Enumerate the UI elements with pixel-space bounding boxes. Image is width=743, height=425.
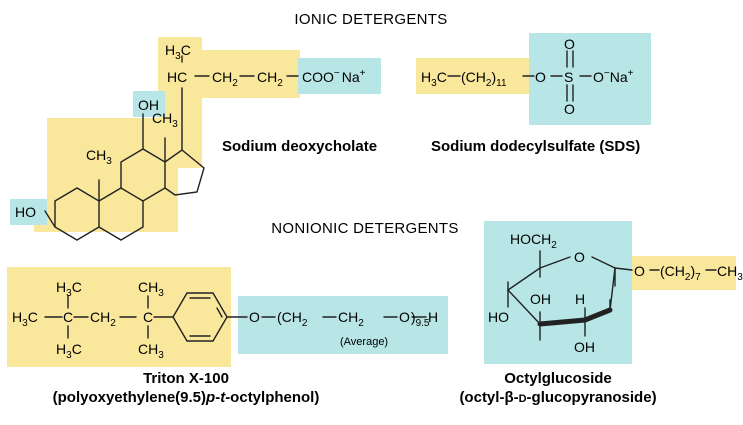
svg-text:CH3: CH3 bbox=[86, 147, 112, 167]
deoxycholate-hydroxyl-bottom-region bbox=[10, 199, 47, 225]
svg-text:COO−Na+: COO−Na+ bbox=[302, 68, 366, 85]
bonds bbox=[44, 50, 717, 342]
ring-d bbox=[164, 149, 205, 196]
svg-text:HC: HC bbox=[167, 69, 187, 85]
svg-text:(CH2: (CH2 bbox=[277, 309, 308, 329]
ionic-heading: IONIC DETERGENTS bbox=[294, 11, 447, 28]
sds-structure: H3C (CH2)11 O S O O O−Na+ bbox=[421, 36, 634, 117]
deoxycholate-hydroxyl-top-region bbox=[133, 91, 165, 117]
svg-text:O: O bbox=[535, 69, 546, 85]
svg-text:CH2: CH2 bbox=[338, 309, 364, 329]
svg-text:CH3: CH3 bbox=[138, 279, 164, 299]
octylglucoside-structure: HOCH2 O O (CH2)7 CH3 OH HO H OH bbox=[488, 231, 743, 355]
svg-text:(CH2)7: (CH2)7 bbox=[660, 263, 701, 283]
svg-text:O−Na+: O−Na+ bbox=[593, 68, 634, 85]
ring-b bbox=[98, 187, 144, 241]
svg-text:CH3: CH3 bbox=[717, 263, 743, 283]
svg-text:H3C: H3C bbox=[56, 279, 82, 299]
svg-text:(CH2)11: (CH2)11 bbox=[461, 69, 507, 89]
svg-text:HO: HO bbox=[488, 309, 509, 325]
svg-text:HOCH2: HOCH2 bbox=[510, 231, 557, 251]
svg-text:H3C: H3C bbox=[12, 309, 38, 329]
octylglucoside-hydrophobic-region bbox=[632, 256, 736, 290]
svg-text:H3C: H3C bbox=[165, 42, 191, 62]
svg-text:CH3: CH3 bbox=[152, 110, 178, 130]
triton-full-name: (polyoxyethylene(9.5)p-t-octylphenol) bbox=[53, 389, 320, 406]
svg-text:HO: HO bbox=[15, 204, 36, 220]
svg-text:OH: OH bbox=[574, 339, 595, 355]
svg-text:CH2: CH2 bbox=[257, 69, 283, 89]
svg-text:C: C bbox=[143, 309, 153, 325]
svg-text:OH: OH bbox=[138, 97, 159, 113]
triton-hydrophobic-region bbox=[7, 267, 231, 367]
triton-structure: H3C H3C C CH2 C H3C CH3 CH3 O (CH2 CH2 O… bbox=[12, 279, 438, 361]
deoxycholate-structure: H3C HC CH2 CH2 COO−Na+ OH CH3 CH3 HO bbox=[15, 42, 366, 220]
svg-text:S: S bbox=[564, 69, 573, 85]
octylglucoside-full-name: (octyl-β-D-glucopyranoside) bbox=[459, 389, 656, 406]
svg-text:H: H bbox=[575, 291, 585, 307]
octylglucoside-hydrophilic-region bbox=[484, 221, 632, 364]
svg-text:H3C: H3C bbox=[56, 341, 82, 361]
svg-text:C: C bbox=[63, 309, 73, 325]
sds-name: Sodium dodecylsulfate (SDS) bbox=[431, 138, 640, 155]
svg-text:O: O bbox=[574, 249, 585, 265]
svg-text:(Average): (Average) bbox=[340, 336, 388, 348]
sds-hydrophilic-region bbox=[529, 33, 651, 125]
svg-text:CH2: CH2 bbox=[90, 309, 116, 329]
deoxycholate-name: Sodium deoxycholate bbox=[222, 138, 377, 155]
svg-text:O: O bbox=[564, 101, 575, 117]
deoxycholate-carboxylate-region bbox=[298, 58, 381, 94]
triton-hydrophilic-region bbox=[238, 296, 448, 354]
triton-name: Triton X-100 bbox=[143, 370, 229, 387]
svg-text:CH2: CH2 bbox=[212, 69, 238, 89]
sds-hydrophobic-region bbox=[416, 58, 529, 94]
svg-text:O: O bbox=[249, 309, 260, 325]
deoxycholate-hydrophobic-region bbox=[34, 37, 300, 232]
svg-text:CH3: CH3 bbox=[138, 341, 164, 361]
nonionic-heading: NONIONIC DETERGENTS bbox=[271, 220, 458, 237]
ring-c bbox=[120, 148, 166, 202]
svg-text:O: O bbox=[634, 263, 645, 279]
svg-text:O: O bbox=[564, 36, 575, 52]
svg-text:OH: OH bbox=[530, 291, 551, 307]
svg-text:O)9.5: O)9.5 bbox=[399, 309, 430, 329]
svg-text:H3C: H3C bbox=[421, 69, 447, 89]
octylglucoside-name: Octylglucoside bbox=[504, 370, 612, 387]
svg-text:H: H bbox=[428, 309, 438, 325]
